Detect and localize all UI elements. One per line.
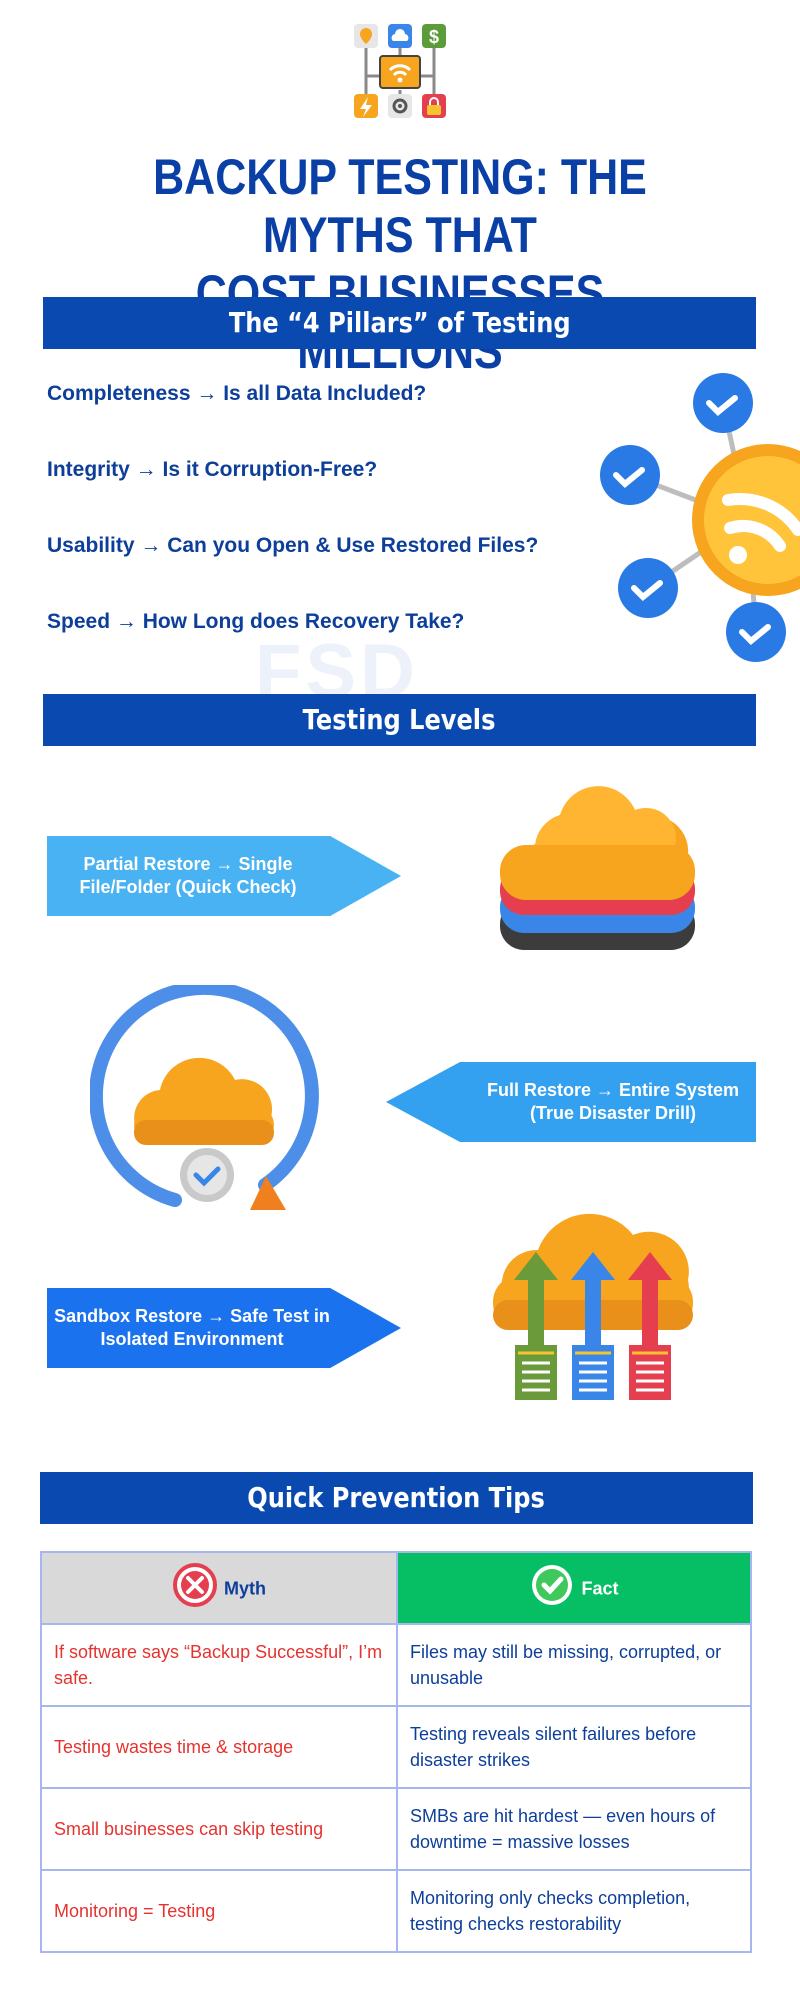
- wifi-hub-illustration: [598, 370, 800, 666]
- fact-cell: Monitoring only checks completion, testi…: [396, 1869, 752, 1953]
- page-title-line-1: BACKUP TESTING: THE MYTHS THAT: [153, 149, 647, 263]
- levels-heading: Testing Levels: [303, 703, 496, 736]
- myth-header: Myth: [40, 1551, 398, 1625]
- lock-icon: [422, 94, 446, 118]
- cloud-icon: [388, 24, 412, 48]
- upload-arrow-icon: [628, 1252, 672, 1347]
- partial-restore-label: Partial Restore → Single File/Folder (Qu…: [79, 854, 297, 897]
- pillar-item-completeness: Completeness → Is all Data Included?: [47, 382, 427, 405]
- check-circle-icon: [529, 1562, 575, 1615]
- pillar-item-speed: Speed → How Long does Recovery Take?: [47, 610, 465, 633]
- pillars-heading: The “4 Pillars” of Testing: [228, 306, 571, 339]
- check-node-icon: [693, 373, 753, 433]
- sandbox-restore-label: Sandbox Restore → Safe Test in Isolated …: [54, 1306, 330, 1349]
- tips-heading: Quick Prevention Tips: [247, 1481, 546, 1514]
- tips-heading-band: Quick Prevention Tips: [40, 1472, 753, 1524]
- x-circle-icon: [172, 1562, 218, 1615]
- dollar-icon: $: [422, 24, 446, 48]
- table-row: Testing wastes time & storage Testing re…: [40, 1705, 752, 1789]
- table-header-row: Myth Fact: [40, 1551, 752, 1625]
- myth-cell: Monitoring = Testing: [40, 1869, 398, 1953]
- myth-header-label: Myth: [224, 1578, 266, 1598]
- levels-heading-band: Testing Levels: [43, 694, 756, 746]
- pillar-item-integrity: Integrity → Is it Corruption-Free?: [47, 458, 378, 481]
- location-pin-icon: [354, 24, 378, 48]
- upload-arrow-icon: [514, 1252, 558, 1347]
- myth-cell: Testing wastes time & storage: [40, 1705, 398, 1789]
- fact-cell: Testing reveals silent failures before d…: [396, 1705, 752, 1789]
- fact-header: Fact: [396, 1551, 752, 1625]
- pillars-heading-band: The “4 Pillars” of Testing: [43, 297, 756, 349]
- refresh-cloud-illustration: [88, 980, 320, 1215]
- check-node-icon: [600, 445, 660, 505]
- fact-cell: SMBs are hit hardest — even hours of dow…: [396, 1787, 752, 1871]
- upload-arrow-icon: [571, 1252, 615, 1347]
- cloud-upload-illustration: [488, 1205, 698, 1405]
- full-restore-label: Full Restore → Entire System (True Disas…: [486, 1080, 740, 1123]
- sandbox-restore-arrow: Sandbox Restore → Safe Test in Isolated …: [47, 1288, 401, 1368]
- full-restore-arrow: Full Restore → Entire System (True Disas…: [386, 1062, 756, 1142]
- header-icon-cluster: $: [350, 20, 450, 122]
- myth-cell: If software says “Backup Successful”, I’…: [40, 1623, 398, 1707]
- gear-icon: [388, 94, 412, 118]
- fact-header-label: Fact: [581, 1578, 619, 1598]
- check-node-icon: [618, 558, 678, 618]
- partial-restore-arrow: Partial Restore → Single File/Folder (Qu…: [47, 836, 401, 916]
- svg-text:$: $: [429, 27, 439, 47]
- fact-cell: Files may still be missing, corrupted, o…: [396, 1623, 752, 1707]
- table-row: Small businesses can skip testing SMBs a…: [40, 1787, 752, 1871]
- myth-fact-table: Myth Fact If software says “Backup Succe…: [40, 1551, 752, 1953]
- pillar-item-usability: Usability → Can you Open & Use Restored …: [47, 534, 539, 557]
- wifi-laptop-icon: [379, 55, 421, 89]
- table-row: Monitoring = Testing Monitoring only che…: [40, 1869, 752, 1953]
- myth-cell: Small businesses can skip testing: [40, 1787, 398, 1871]
- cloud-stack-illustration: [495, 785, 700, 970]
- lightning-icon: [354, 94, 378, 118]
- table-row: If software says “Backup Successful”, I’…: [40, 1623, 752, 1707]
- check-node-icon: [726, 602, 786, 662]
